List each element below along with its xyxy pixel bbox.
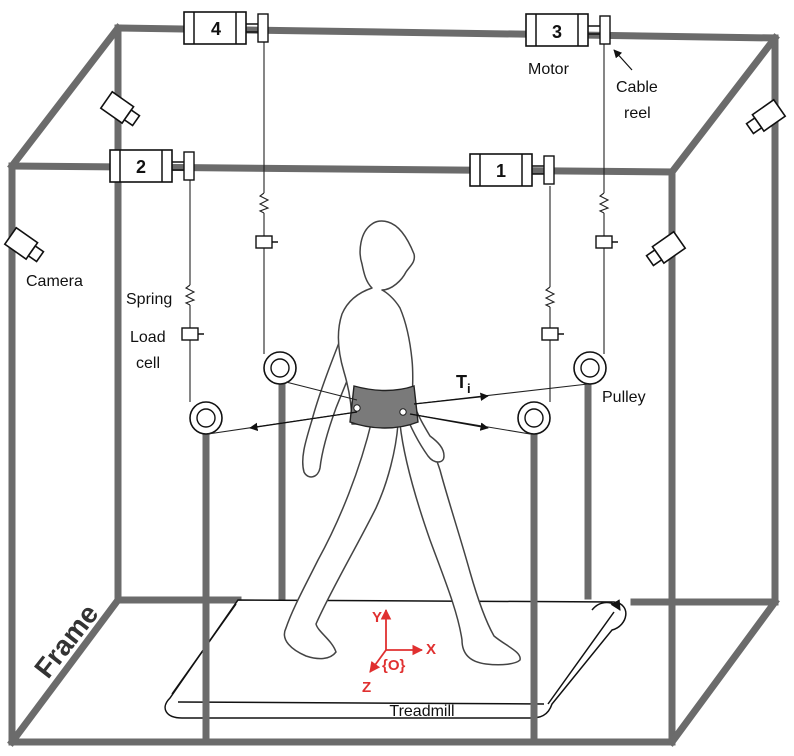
camera-icon: [3, 226, 45, 263]
load-cell-back-right: [595, 235, 613, 249]
axis-z-label: Z: [362, 679, 371, 696]
axis-y-label: Y: [372, 609, 382, 626]
coordinate-axes: Y X Z {O}: [362, 608, 436, 696]
pulley-back-right: [573, 351, 607, 385]
spring-front-right: [544, 286, 556, 308]
load-cells: [181, 235, 618, 341]
load-cell-front-right: [541, 327, 559, 341]
motor-2-number: 2: [136, 157, 146, 177]
spring-front-left: [184, 284, 196, 306]
camera-icon: [745, 98, 787, 135]
origin-label: {O}: [382, 657, 406, 674]
load-cell-label-line1: Load: [130, 329, 166, 346]
motor-3: 3: [525, 13, 611, 47]
motor-4-number: 4: [211, 19, 221, 39]
pulley-front-right: [517, 401, 551, 435]
pulley-posts: [202, 381, 592, 746]
motor-4: 4: [183, 11, 269, 45]
motor-3-number: 3: [552, 22, 562, 42]
vertical-cables: [189, 42, 605, 402]
frame-top-left-bar: [7, 23, 123, 171]
treadmill-label: Treadmill: [389, 703, 454, 720]
cable-reel-1: [543, 155, 555, 185]
motor-label: Motor: [528, 61, 570, 78]
motor-1-number: 1: [496, 161, 506, 181]
frame-bottom-right-bar: [667, 597, 780, 747]
spring-label: Spring: [126, 291, 172, 308]
motor-2: 2: [109, 149, 195, 183]
pulleys: [189, 351, 607, 435]
cable-reel-pointer-arrow: [613, 49, 633, 71]
load-cell-back-left: [255, 235, 273, 249]
spring-back-right: [598, 192, 610, 214]
treadmill: [164, 599, 627, 719]
motor-1: 1: [469, 153, 555, 187]
load-cell-front-left: [181, 327, 199, 341]
frame-top-right-bar: [667, 33, 780, 177]
treadmill-rotation-arrow: [591, 599, 621, 611]
axis-x-label: X: [426, 641, 436, 658]
spring-back-left: [258, 192, 270, 214]
springs: [184, 192, 610, 308]
pulley-back-left: [263, 351, 297, 385]
frame-bottom-left-bar: [7, 595, 123, 747]
harness-belt: [349, 385, 419, 429]
walking-person: [283, 220, 521, 666]
cable-reel-4: [257, 13, 269, 43]
cable-reel-label-line1: Cable: [616, 79, 658, 96]
pulley-front-left: [189, 401, 223, 435]
camera-icon: [99, 90, 141, 127]
tension-label: Ti: [456, 372, 471, 396]
camera-icon: [645, 230, 687, 267]
cable-reel-3: [599, 15, 611, 45]
tension-cables: [207, 381, 589, 435]
cable-reel-label-line2: reel: [624, 105, 651, 122]
load-cell-label-line2: cell: [136, 355, 160, 372]
pulley-label: Pulley: [602, 389, 646, 406]
camera-label: Camera: [26, 273, 83, 290]
cable-reel-2: [183, 151, 195, 181]
